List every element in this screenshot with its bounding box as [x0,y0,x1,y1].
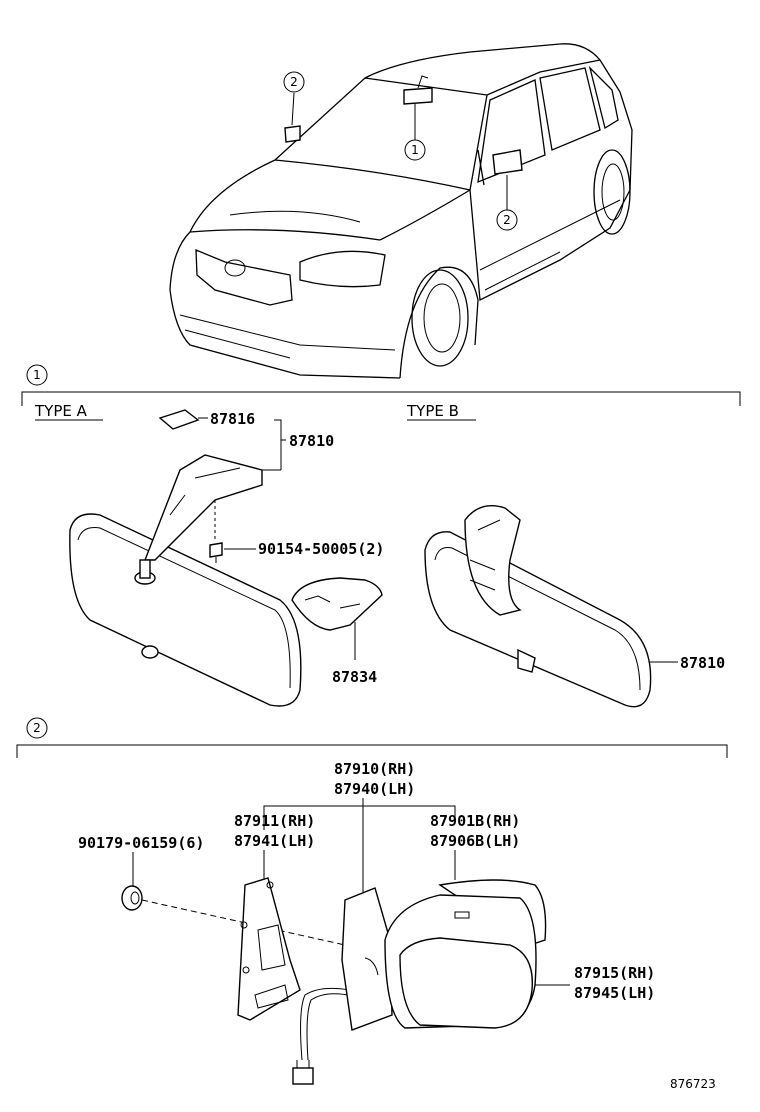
callout-1-top: 1 [404,139,426,161]
label-87915: 87915(RH) [574,964,655,982]
label-87810-type-b: 87810 [680,654,725,672]
part-87834-cover [291,577,383,660]
callout-2-left: 2 [283,71,305,93]
svg-text:1: 1 [33,368,41,382]
label-87810-type-a: 87810 [289,432,334,450]
label-90179: 90179-06159(6) [78,834,204,852]
section-2-marker: 2 [26,717,48,739]
inner-mirror-type-b [424,505,678,708]
figure-id: 876723 [670,1077,716,1091]
section-1-marker: 1 [26,364,48,386]
label-87901b: 87901B(RH) [430,812,520,830]
clip-90179 [121,885,346,946]
mirror-base-87911 [237,877,301,1021]
label-screw-90154: 90154-50005(2) [258,540,384,558]
label-87816: 87816 [210,410,255,428]
mirror-gasket-87910 [341,887,393,1031]
svg-text:1: 1 [411,143,419,157]
label-87911: 87911(RH) [234,812,315,830]
car-illustration [169,43,633,379]
mirror-wire-harness [292,987,354,1085]
inner-mirror-type-a [69,454,302,707]
label-87906b: 87906B(LH) [430,832,520,850]
screw-90154 [209,542,256,563]
svg-text:2: 2 [503,213,511,227]
label-87945: 87945(LH) [574,984,655,1002]
section-2-bracket [16,744,728,758]
section-1-bracket [21,391,741,406]
outer-mirror-assembly [384,879,547,1029]
type-b-label: TYPE B [406,402,459,420]
svg-text:2: 2 [290,75,298,89]
label-87834: 87834 [332,668,377,686]
label-87941: 87941(LH) [234,832,315,850]
part-87816-pad [158,409,208,430]
svg-text:2: 2 [33,721,41,735]
callout-2-right: 2 [496,209,518,231]
label-87910: 87910(RH) [334,760,415,778]
type-a-label: TYPE A [34,402,88,420]
label-87940: 87940(LH) [334,780,415,798]
